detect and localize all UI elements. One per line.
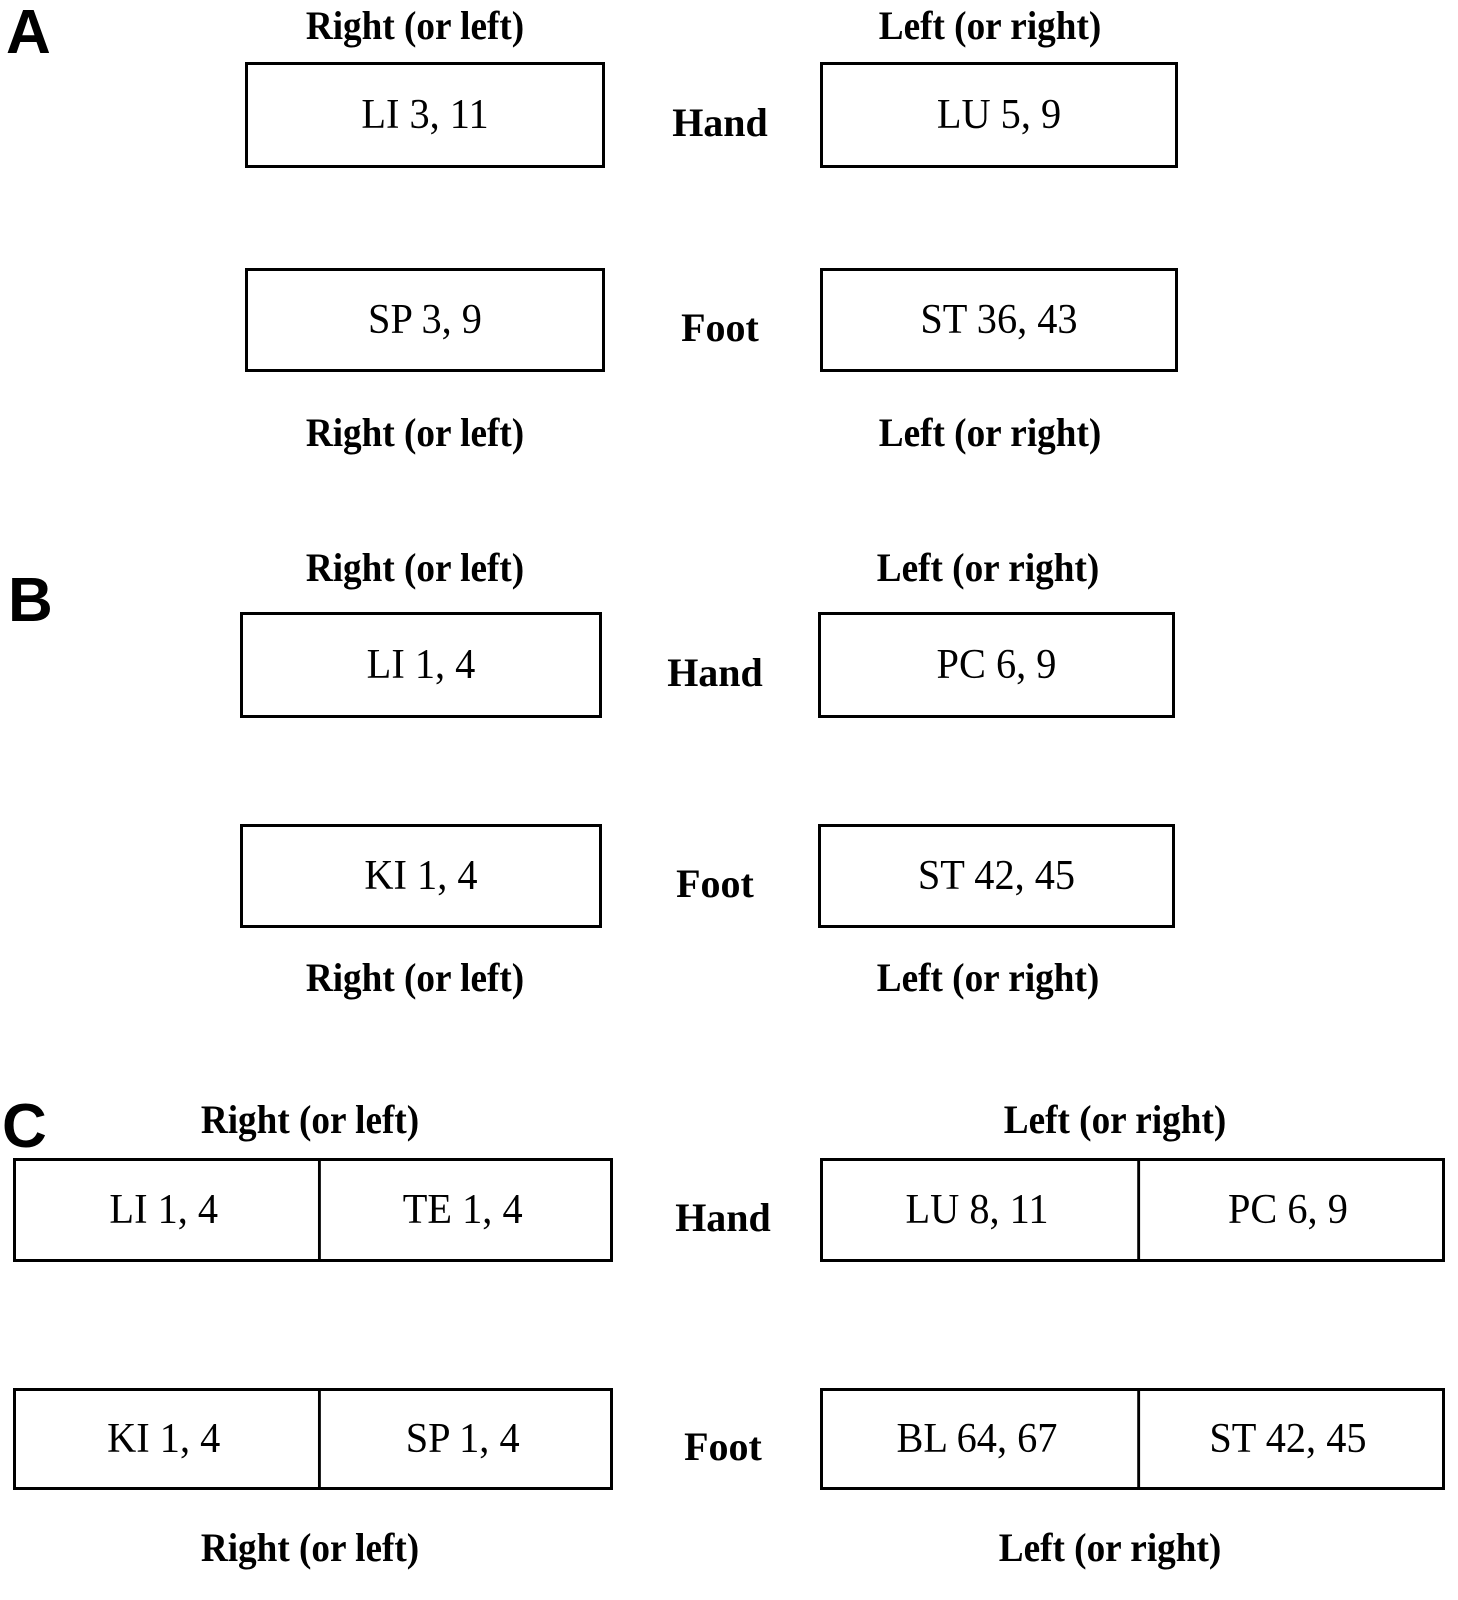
- acupoint-cell: PC 6, 9: [1137, 1161, 1436, 1259]
- panel-b-hand-left-box[interactable]: PC 6, 9: [818, 612, 1175, 718]
- acupoint-cell: PC 6, 9: [936, 642, 1057, 688]
- panel-label-c: C: [2, 1092, 47, 1161]
- acupoint-cell: KI 1, 4: [364, 853, 478, 899]
- panel-c-foot-left-box[interactable]: BL 64, 67 ST 42, 45: [820, 1388, 1445, 1490]
- panel-c-foot-right-box[interactable]: KI 1, 4 SP 1, 4: [13, 1388, 613, 1490]
- panel-b-bottom-left-label: Right (or left): [305, 955, 525, 1000]
- panel-c-top-right-label: Left (or right): [1003, 1097, 1227, 1142]
- panel-b-hand-label: Hand: [667, 650, 763, 695]
- acupoint-cell: ST 42, 45: [1137, 1391, 1436, 1487]
- panel-b-hand-right-box[interactable]: LI 1, 4: [240, 612, 602, 718]
- panel-c-bottom-left-label: Right (or left): [200, 1525, 420, 1570]
- panel-a-hand-left-box[interactable]: LU 5, 9: [820, 62, 1178, 168]
- panel-b-foot-label: Foot: [676, 861, 754, 906]
- panel-b-top-right-label: Left (or right): [876, 545, 1100, 590]
- panel-label-a: A: [6, 0, 51, 67]
- acupoint-cell: LU 5, 9: [936, 92, 1062, 138]
- panel-a-bottom-left-label: Right (or left): [305, 410, 525, 455]
- acupoint-cell: SP 3, 9: [368, 297, 482, 343]
- acupoint-cell: LI 1, 4: [109, 1187, 219, 1233]
- panel-a-hand-label: Hand: [672, 100, 768, 145]
- panel-a-top-right-label: Left (or right): [878, 3, 1102, 48]
- panel-a-bottom-right-label: Left (or right): [878, 410, 1102, 455]
- panel-b-foot-left-box[interactable]: ST 42, 45: [818, 824, 1175, 928]
- panel-b-foot-right-box[interactable]: KI 1, 4: [240, 824, 602, 928]
- panel-b-bottom-right-label: Left (or right): [876, 955, 1100, 1000]
- acupoint-cell: LU 8, 11: [905, 1187, 1049, 1233]
- panel-a-foot-label: Foot: [681, 305, 759, 350]
- acupoint-cell: LI 1, 4: [366, 642, 476, 688]
- panel-c-hand-label: Hand: [675, 1195, 771, 1240]
- acupoint-cell: SP 1, 4: [317, 1391, 604, 1487]
- panel-a-top-left-label: Right (or left): [305, 3, 525, 48]
- panel-c-top-left-label: Right (or left): [200, 1097, 420, 1142]
- acupoint-cell: BL 64, 67: [896, 1416, 1058, 1462]
- acupoint-cell: ST 36, 43: [920, 297, 1078, 343]
- acupoint-cell: ST 42, 45: [917, 853, 1076, 899]
- acupoint-cell: TE 1, 4: [317, 1161, 604, 1259]
- panel-a-foot-right-box[interactable]: SP 3, 9: [245, 268, 605, 372]
- panel-c-hand-left-box[interactable]: LU 8, 11 PC 6, 9: [820, 1158, 1445, 1262]
- panel-a-hand-right-box[interactable]: LI 3, 11: [245, 62, 605, 168]
- panel-a-foot-left-box[interactable]: ST 36, 43: [820, 268, 1178, 372]
- panel-c-foot-label: Foot: [684, 1424, 762, 1469]
- panel-b-top-left-label: Right (or left): [305, 545, 525, 590]
- acupoint-cell: KI 1, 4: [107, 1416, 221, 1462]
- panel-label-b: B: [8, 566, 53, 635]
- panel-c-bottom-right-label: Left (or right): [998, 1525, 1222, 1570]
- acupoint-cell: LI 3, 11: [361, 92, 489, 138]
- panel-c-hand-right-box[interactable]: LI 1, 4 TE 1, 4: [13, 1158, 613, 1262]
